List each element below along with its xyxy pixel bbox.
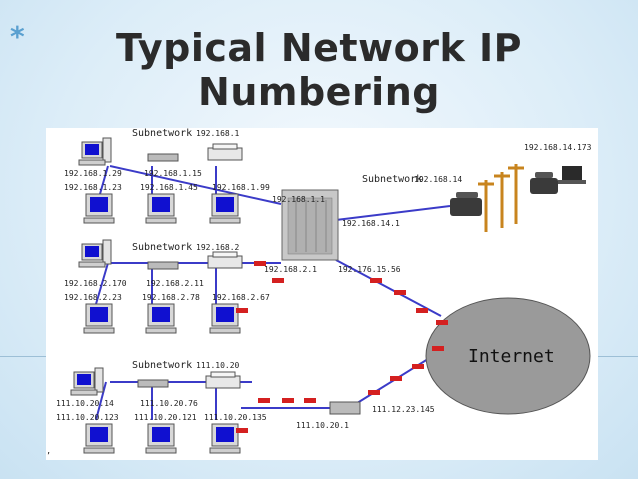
subnet3-hub-icon <box>137 379 169 388</box>
subnet2-host-3: 192.168.2.23 <box>64 293 122 302</box>
telephone-icon <box>450 192 482 216</box>
router-port2-ip: 192.168.2.1 <box>264 265 317 274</box>
svg-text:’: ’ <box>46 451 51 460</box>
subnet1-pc-icon <box>209 193 241 224</box>
subnet1-ip: 192.168.1 <box>196 129 240 138</box>
subnet2-host-4: 192.168.2.78 <box>142 293 200 302</box>
subnet3-pc-icon <box>145 423 177 454</box>
router-wan-ip: 192.176.15.56 <box>338 265 401 274</box>
internet-label: Internet <box>468 346 555 367</box>
subnet3-printer-icon <box>205 371 241 389</box>
subnet1-computer-icon <box>78 137 112 166</box>
subnet2-host-2: 192.168.2.11 <box>146 279 204 288</box>
router-icon <box>281 189 339 261</box>
subnet1-hub-icon <box>147 153 179 162</box>
subnet3-host-1: 111.10.20.14 <box>56 399 114 408</box>
subnet2-host-5: 192.168.2.67 <box>212 293 270 302</box>
subnet2-pc-icon <box>83 303 115 334</box>
subnet4-ip: 192.168.14 <box>414 175 462 184</box>
subnet3-host-4: 111.10.20.121 <box>134 413 197 422</box>
router2-icon <box>329 401 361 415</box>
router2-wan-ip: 111.12.23.145 <box>372 405 435 414</box>
subnet4-phone-ip: 192.168.14.173 <box>524 143 592 152</box>
subnet1-printer-icon <box>207 143 243 161</box>
subnet2-pc-icon <box>145 303 177 334</box>
subnet3-host-2: 111.10.20.76 <box>140 399 198 408</box>
subnet1-host-1: 192.168.1.29 <box>64 169 122 178</box>
subnet1-label: Subnetwork <box>132 128 192 139</box>
slide-title: * Typical Network IP Numbering <box>0 20 638 114</box>
subnet1-host-2: 192.168.1.15 <box>144 169 202 178</box>
subnet2-pc-icon <box>209 303 241 334</box>
telephone-icon <box>530 172 558 194</box>
internet-cloud <box>425 297 591 415</box>
subnet2-computer-icon <box>78 239 112 268</box>
subnet1-pc-icon <box>145 193 177 224</box>
network-diagram-panel: Subnetwork 192.168.1 192.168.1.29 192.16… <box>46 128 598 460</box>
router-port3-ip: 192.168.14.1 <box>342 219 400 228</box>
subnet3-pc-icon <box>83 423 115 454</box>
subnet2-ip: 192.168.2 <box>196 243 240 252</box>
subnet1-host-4: 192.168.1.45 <box>140 183 198 192</box>
subnet1-host-5: 192.168.1.99 <box>212 183 270 192</box>
telephone-pole-icon <box>478 164 524 232</box>
router-port1-ip: 192.168.1.1 <box>272 195 325 204</box>
subnet2-hub-icon <box>147 261 179 270</box>
subnet3-computer-icon <box>70 367 104 396</box>
slide-title-text: Typical Network IP Numbering <box>115 26 522 114</box>
subnet1-host-3: 192.168.1.23 <box>64 183 122 192</box>
subnet2-printer-icon <box>207 251 243 269</box>
router2-lan-ip: 111.10.20.1 <box>296 421 349 430</box>
subnet1-pc-icon <box>83 193 115 224</box>
subnet3-host-5: 111.10.20.135 <box>204 413 267 422</box>
subnet2-host-1: 192.168.2.170 <box>64 279 127 288</box>
subnet3-host-3: 111.10.20.123 <box>56 413 119 422</box>
laptop-icon <box>558 166 586 184</box>
network-diagram: Subnetwork 192.168.1 192.168.1.29 192.16… <box>46 128 592 460</box>
title-bullet: * <box>10 20 26 53</box>
subnet3-pc-icon <box>209 423 241 454</box>
data-packets <box>236 261 448 433</box>
subnet4-label: Subnetwork <box>362 174 422 185</box>
subnet3-label: Subnetwork <box>132 360 192 371</box>
subnet3-ip: 111.10.20 <box>196 361 240 370</box>
subnet2-label: Subnetwork <box>132 242 192 253</box>
